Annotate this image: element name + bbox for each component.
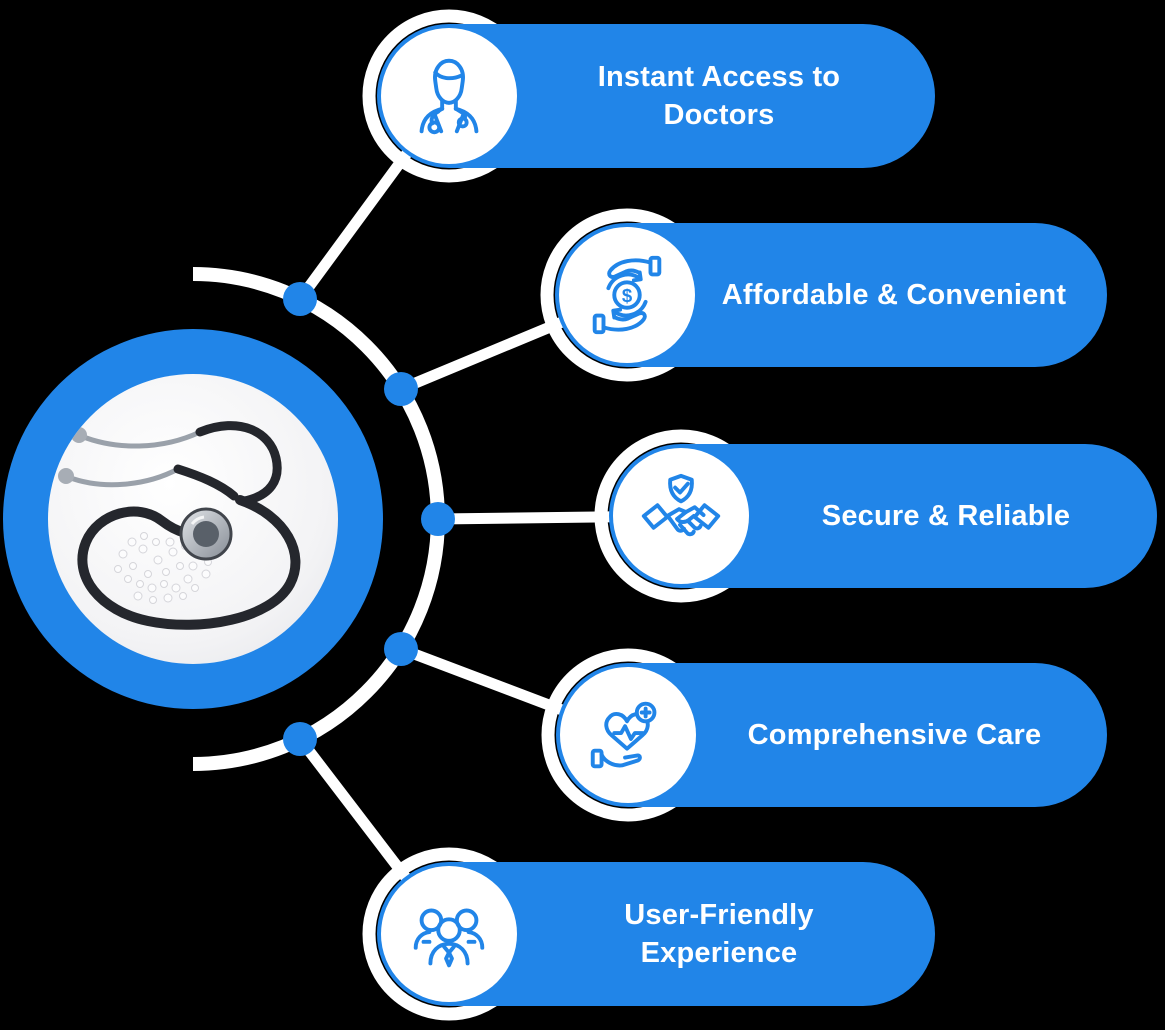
user-group-icon xyxy=(381,866,517,1002)
connector-dot xyxy=(384,632,418,666)
feature-label: Secure & Reliable xyxy=(821,499,1071,532)
feature-pill-instant-access: Instant Access to Doctors xyxy=(377,24,935,168)
connector-dot xyxy=(283,722,317,756)
feature-pill-affordable: $ Affordable & Convenient xyxy=(555,223,1107,367)
feature-pill-comprehensive: Comprehensive Care xyxy=(556,663,1107,807)
connector-dot xyxy=(283,282,317,316)
connector-dot xyxy=(384,372,418,406)
stethoscope-photo xyxy=(48,374,338,664)
feature-label: Affordable & Convenient xyxy=(721,278,1067,311)
feature-label: Instant Access to Doctors xyxy=(597,60,841,131)
feature-pill-user-friendly: User-Friendly Experience xyxy=(377,862,935,1006)
feature-label: User-Friendly Experience xyxy=(624,898,814,969)
connector-dot xyxy=(421,502,455,536)
feature-pill-secure: Secure & Reliable xyxy=(609,444,1157,588)
hub-circle xyxy=(3,329,383,709)
feature-label: Comprehensive Care xyxy=(747,718,1042,751)
heart-care-icon xyxy=(560,667,696,803)
handshake-shield-icon xyxy=(613,448,749,584)
money-exchange-icon: $ xyxy=(559,227,695,363)
dollar-glyph: $ xyxy=(622,285,633,306)
doctor-icon xyxy=(381,28,517,164)
